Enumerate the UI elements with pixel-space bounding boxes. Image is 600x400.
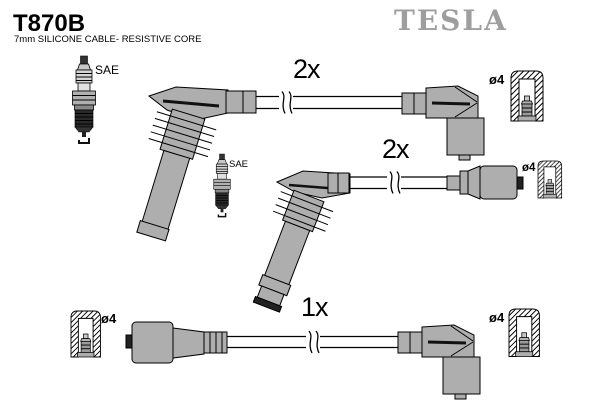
cable3-wire (227, 330, 398, 354)
cable3-left-diameter-label: ø4 (101, 311, 117, 326)
cable2-terminal-cross-section-icon (537, 160, 563, 199)
cable2-break-symbol (386, 170, 402, 195)
cable3-right-diameter-label: ø4 (489, 310, 505, 325)
cable3-right-terminal-cross-section-icon (508, 308, 540, 357)
cable1-distributor-boot (400, 84, 486, 162)
cable1-wire (256, 90, 402, 115)
brand-logo: TESLA (394, 4, 508, 37)
cable1-diameter-label: ø4 (489, 72, 505, 87)
cable2-diameter-label: ø4 (522, 162, 536, 174)
cable3-distributor-boot (396, 323, 482, 400)
part-number: T870B (13, 10, 85, 37)
cable1-quantity-label: 2x (293, 54, 321, 84)
sae-label-2: SAE (229, 159, 248, 170)
part-description: 7mm SILICONE CABLE- RESISTIVE CORE (14, 34, 201, 45)
spark-plug-icon (213, 153, 231, 218)
cable2-quantity-label: 2x (382, 134, 410, 164)
sae-label-1: SAE (95, 63, 119, 77)
cable2-wire (349, 170, 447, 195)
cable2-spark-plug-boot (252, 170, 351, 313)
cable1-terminal-cross-section-icon (510, 70, 544, 122)
cable3-quantity-label: 1x (301, 292, 329, 322)
cable1-spark-plug-boot (136, 86, 257, 242)
cable3-left-terminal-cross-section-icon (70, 310, 101, 358)
cable1-break-symbol (278, 90, 294, 115)
cable3-coil-connector (125, 321, 228, 364)
cable2-coil-connector (446, 165, 524, 200)
spark-plug-icon (71, 55, 97, 144)
cable3-break-symbol (305, 330, 321, 354)
